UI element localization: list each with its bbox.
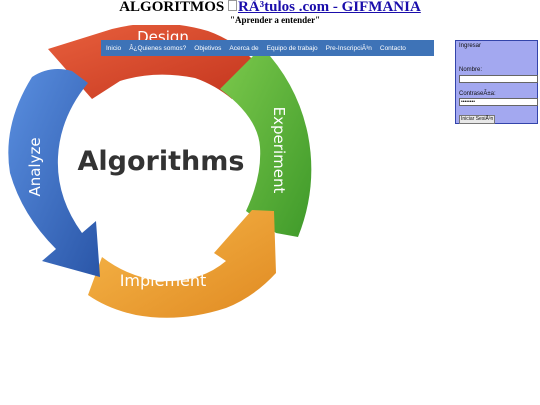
login-panel: Ingresar Nombre: ContraseÃ±a: Iniciar Se… bbox=[455, 40, 538, 124]
experiment-arrow bbox=[220, 47, 312, 237]
login-button[interactable]: Iniciar SesiÃ³n bbox=[459, 115, 496, 124]
experiment-label: Experiment bbox=[270, 107, 288, 194]
site-title: ALGORITMOS bbox=[119, 0, 225, 15]
page-subtitle: "Aprender a entender" bbox=[230, 15, 321, 25]
username-label: Nombre: bbox=[459, 67, 483, 73]
center-label: Algorithms bbox=[78, 146, 245, 177]
password-label: ContraseÃ±a: bbox=[459, 91, 496, 97]
algorithms-cycle-diagram: Design Experiment Implement Analyze Algo… bbox=[8, 25, 312, 318]
login-heading: Ingresar bbox=[459, 43, 482, 49]
nav-item-equipo-de-trabajo[interactable]: Equipo de trabajo bbox=[266, 44, 318, 52]
nav-item-contacto[interactable]: Contacto bbox=[379, 44, 406, 52]
nav-item-pre-inscripcion[interactable]: Pre-InscripciÃ³n bbox=[325, 44, 372, 52]
analyze-arrow bbox=[8, 69, 101, 277]
broken-image-icon bbox=[227, 0, 237, 11]
implement-label: Implement bbox=[120, 271, 207, 290]
username-field[interactable] bbox=[459, 75, 538, 83]
nav-item-quienes-somos[interactable]: Â¿Quienes somos? bbox=[129, 44, 187, 52]
nav-item-acerca-de[interactable]: Acerca de bbox=[229, 44, 259, 52]
implement-arrow bbox=[88, 210, 276, 318]
broken-image-alt-text: RÃ³tulos .com - GIFMANIA bbox=[237, 0, 421, 15]
broken-banner-image-link[interactable]: RÃ³tulos .com - GIFMANIA bbox=[227, 0, 421, 15]
page-title: ALGORITMOS RÃ³tulos .com - GIFMANIA bbox=[0, 0, 540, 16]
nav-item-objetivos[interactable]: Objetivos bbox=[194, 44, 222, 52]
password-field[interactable] bbox=[459, 98, 538, 106]
analyze-label: Analyze bbox=[26, 137, 44, 196]
nav-item-inicio[interactable]: Inicio bbox=[106, 44, 122, 52]
main-nav: Inicio Â¿Quienes somos? Objetivos Acerca… bbox=[101, 40, 434, 56]
